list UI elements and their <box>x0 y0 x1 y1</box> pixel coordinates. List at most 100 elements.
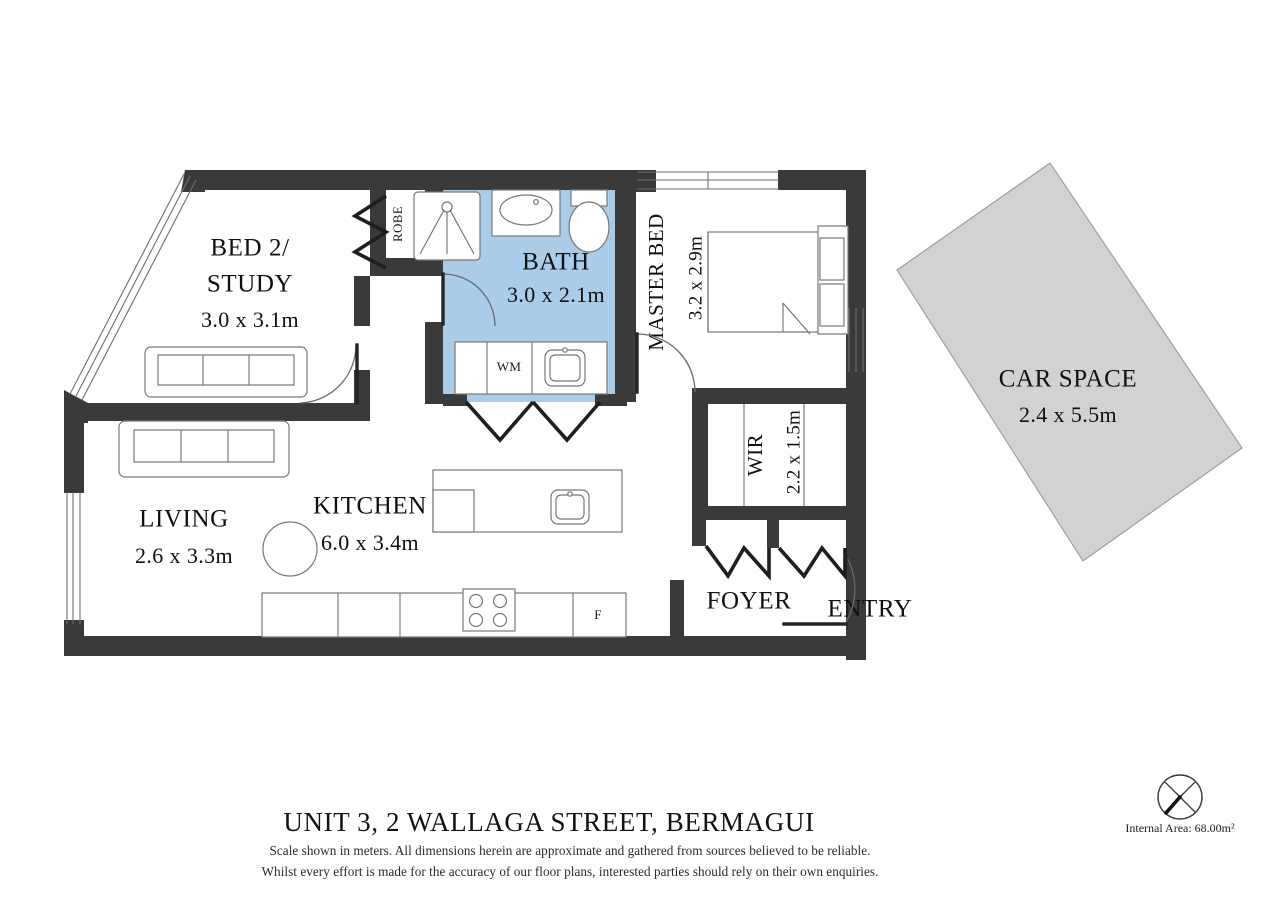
living-sofa-cushions <box>133 429 275 463</box>
shower-fixture <box>413 191 481 261</box>
wall-bed2-robe-divider <box>370 190 386 270</box>
wir-label: WIR <box>743 434 767 476</box>
laundry-bench: WM <box>454 341 608 395</box>
wall-bath-left-lower <box>425 322 443 404</box>
bed-turn-down-corner <box>782 303 808 333</box>
wall-foyer-left-stub <box>670 580 684 640</box>
wall-robe-bottom <box>370 258 443 276</box>
master-door-arc <box>636 333 696 393</box>
round-table-furniture <box>262 521 318 577</box>
basin-fixture <box>491 189 561 237</box>
bed2-door-arc <box>299 344 357 404</box>
room-foyer: FOYER ENTRY <box>704 544 913 626</box>
disclaimer-line-1: Scale shown in meters. All dimensions he… <box>270 843 871 858</box>
bed-pillow-1 <box>819 237 845 281</box>
room-master-bed: MASTER BED 3.2 x 2.9m <box>635 213 849 394</box>
bed-furniture <box>707 225 849 335</box>
basin-bowl <box>499 194 553 226</box>
wall-master-bottom-left <box>692 388 804 404</box>
bath-label: BATH <box>522 249 590 276</box>
room-bed2-study: BED 2/ STUDY 3.0 x 3.1m ROBE <box>144 194 405 405</box>
entry-label: ENTRY <box>828 596 913 623</box>
wall-master-bottom-right <box>804 388 866 404</box>
kitchen-tap <box>567 491 573 497</box>
room-wir: WIR 2.2 x 1.5m <box>743 404 805 506</box>
internal-area-label: Internal Area: 68.00m² <box>1125 821 1235 835</box>
shower-spray-left <box>419 209 445 255</box>
window-angled-frame <box>69 173 185 395</box>
wall-laundry-bottom-right <box>595 394 627 406</box>
washing-machine-label: WM <box>497 359 522 374</box>
foyer-label: FOYER <box>707 588 792 615</box>
toilet-bowl <box>568 201 610 253</box>
toilet-fixture <box>568 189 610 253</box>
fridge-label: F <box>594 607 602 622</box>
bath-dimensions: 3.0 x 2.1m <box>507 282 605 307</box>
laundry-tap <box>562 347 568 353</box>
bed-pillow-2 <box>819 283 845 327</box>
laundry-bifold-door-right <box>531 400 602 443</box>
wall-structure <box>64 170 866 660</box>
bed2-label-line1: BED 2/ <box>210 235 289 262</box>
wall-top-left <box>185 170 636 190</box>
master-bed-dimensions: 3.2 x 2.9m <box>685 236 706 320</box>
kitchen-island-bench <box>432 469 623 533</box>
wir-dimensions: 2.2 x 1.5m <box>783 410 804 494</box>
sofa-furniture-living <box>118 420 290 478</box>
wall-linen-left <box>692 506 706 546</box>
laundry-bifold-door-left <box>464 400 535 443</box>
wall-bed2-right-upper <box>354 276 370 326</box>
bed-mattress <box>707 231 831 333</box>
basin-tap <box>532 199 539 206</box>
wall-left-upper <box>64 403 84 493</box>
sofa-furniture-bed2 <box>144 346 308 398</box>
compass-north-needle <box>1164 795 1182 815</box>
wall-entry-right <box>846 520 866 656</box>
room-living: LIVING 2.6 x 3.3m <box>118 420 290 568</box>
bath-door-arc <box>442 273 496 327</box>
cooktop-burner-2 <box>492 593 508 609</box>
wall-bath-master-divider <box>615 170 636 402</box>
cooktop-burner-3 <box>468 612 484 628</box>
cooktop-burner-4 <box>492 612 508 628</box>
robe-label: ROBE <box>390 206 405 242</box>
living-dimensions: 2.6 x 3.3m <box>135 543 233 568</box>
car-space-area: CAR SPACE 2.4 x 5.5m <box>896 162 1243 562</box>
north-compass-icon <box>1157 774 1203 820</box>
island-return <box>432 489 475 533</box>
wall-corner-top-left <box>181 170 205 192</box>
master-bed-label: MASTER BED <box>644 213 668 350</box>
robe-bifold-door <box>351 194 390 270</box>
window-angled-outer <box>75 175 191 397</box>
bed2-label-line2: STUDY <box>207 271 293 298</box>
windows <box>66 171 864 624</box>
wall-top-master-left-return <box>636 170 656 192</box>
cooktop-burner-1 <box>468 593 484 609</box>
living-label: LIVING <box>139 506 229 533</box>
room-kitchen: KITCHEN 6.0 x 3.4m <box>261 469 627 638</box>
car-space-label: CAR SPACE <box>999 366 1138 393</box>
bed-turn-down-fold <box>782 302 811 335</box>
page-title: UNIT 3, 2 WALLAGA STREET, BERMAGUI <box>283 807 814 837</box>
shower-spray-right <box>449 209 475 255</box>
kitchen-label: KITCHEN <box>313 493 427 520</box>
compass-circle <box>1157 774 1203 820</box>
disclaimer-line-2: Whilst every effort is made for the accu… <box>262 864 879 879</box>
kitchen-back-bench: F <box>261 588 627 638</box>
laundry-sink-inner <box>549 354 581 382</box>
car-space-shape <box>896 162 1243 562</box>
car-space-dimensions: 2.4 x 5.5m <box>1019 402 1117 427</box>
linen-bifold-right <box>777 544 847 582</box>
room-bath: BATH 3.0 x 2.1m <box>413 189 610 443</box>
entry-door-arc <box>845 555 856 623</box>
bed2-dimensions: 3.0 x 3.1m <box>201 307 299 332</box>
window-angled-inner <box>81 179 197 401</box>
wall-bottom-exterior <box>64 636 864 656</box>
linen-bifold-left <box>704 544 771 581</box>
kitchen-sink-inner <box>555 494 585 520</box>
wall-linen-middle <box>767 506 779 548</box>
kitchen-dimensions: 6.0 x 3.4m <box>321 530 419 555</box>
title-block: UNIT 3, 2 WALLAGA STREET, BERMAGUI Scale… <box>262 807 879 879</box>
